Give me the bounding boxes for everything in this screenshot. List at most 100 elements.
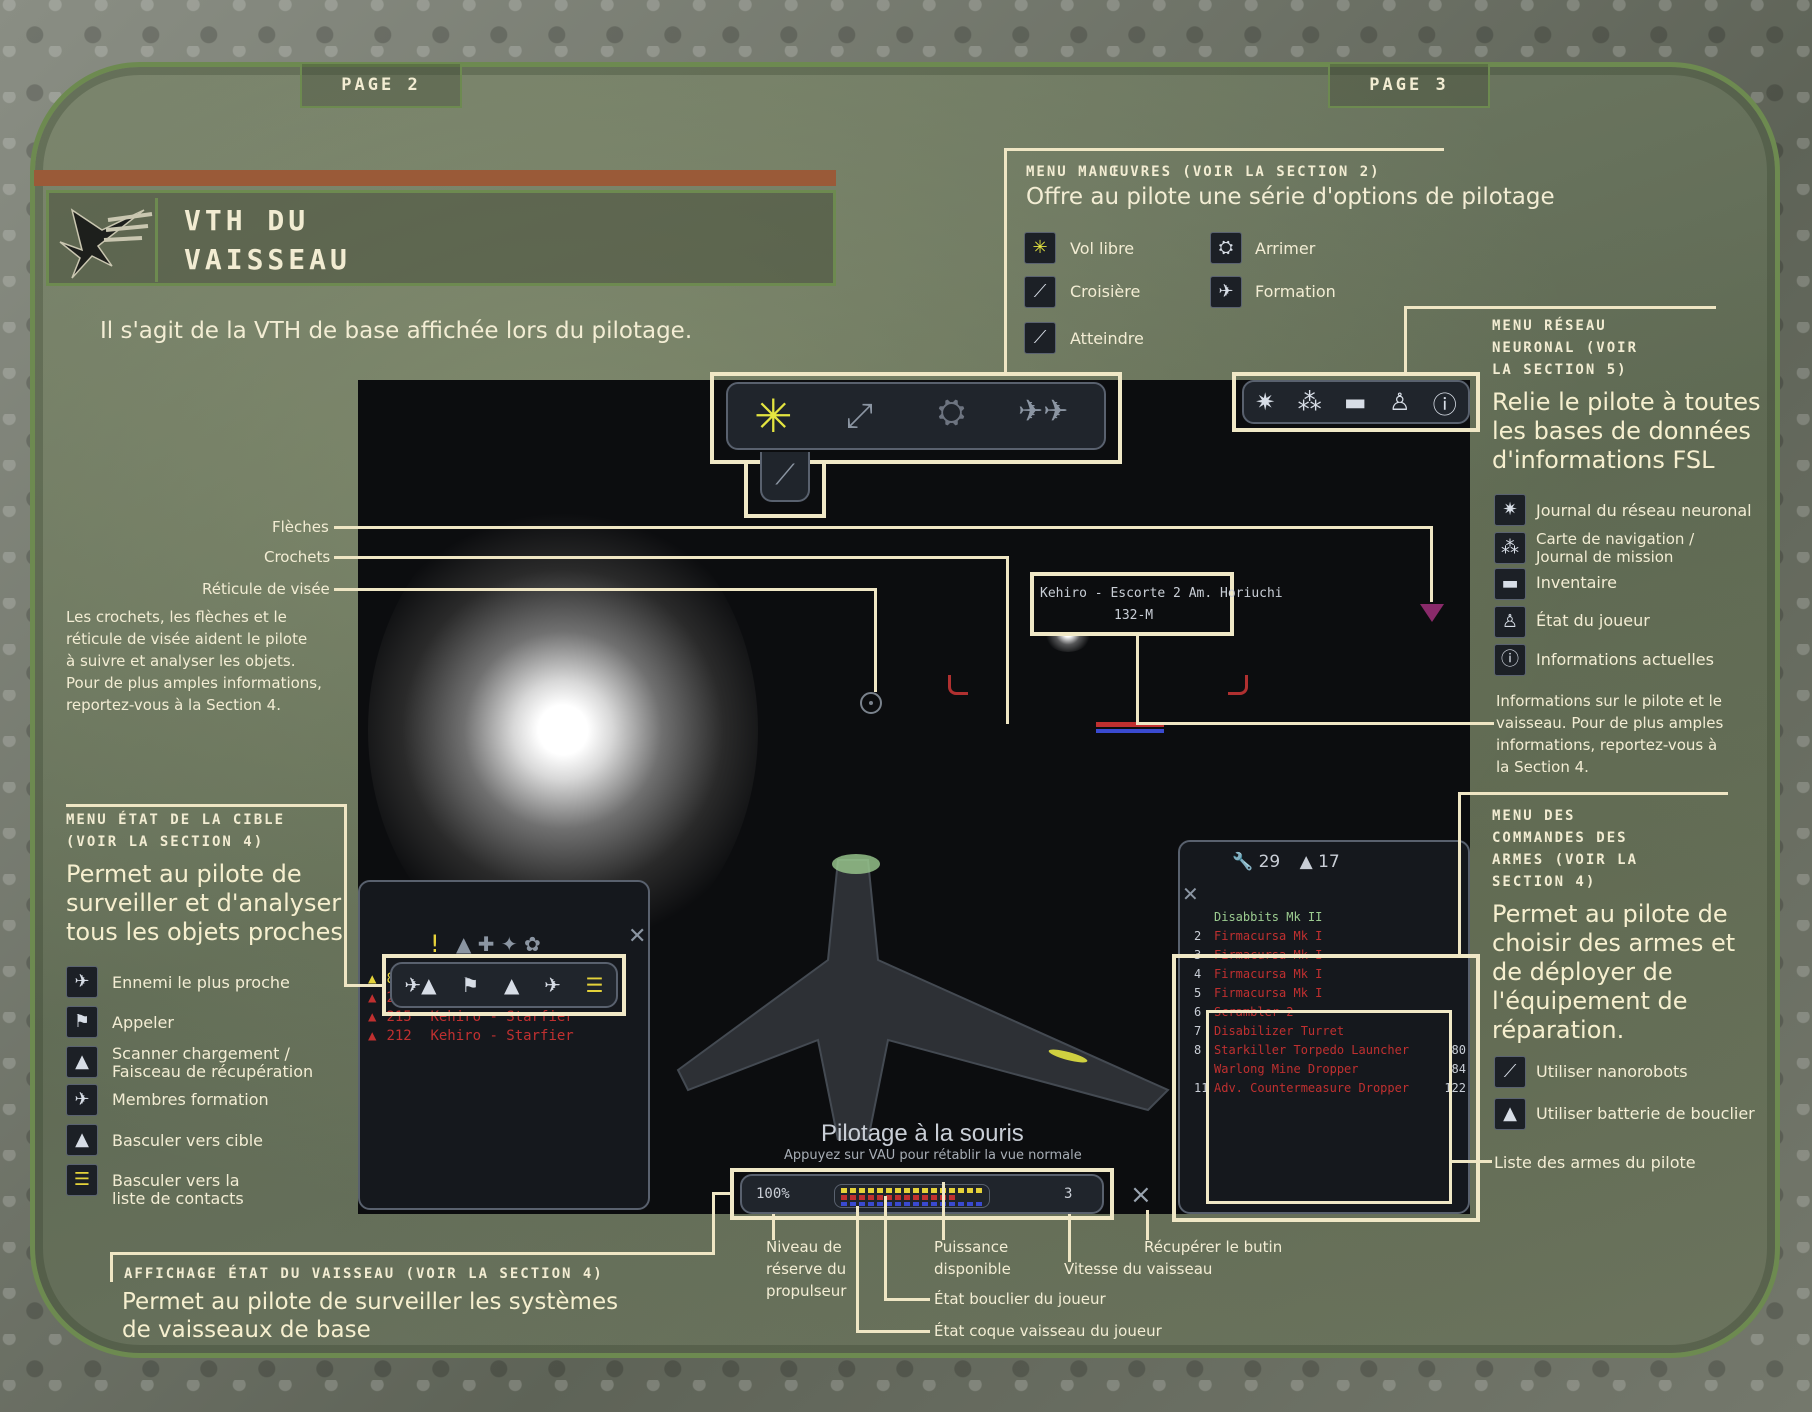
callout-line (1430, 526, 1433, 602)
manoeuvre-hud: ✳ ⤢ ⛭ ✈✈ (726, 382, 1106, 450)
formation-members-icon[interactable]: ✈ (544, 973, 561, 997)
target-hud: ✈▲ ⚑ ▲ ✈ ☰ (390, 962, 618, 1008)
target-item-call: Appeler (112, 1013, 174, 1032)
callout-line (1004, 148, 1444, 151)
neural-log-icon: ✷ (1494, 494, 1526, 526)
callout-line (942, 1182, 945, 1240)
wrench-icon: 🔧 (1232, 852, 1254, 872)
inventory-icon[interactable]: ▬ (1343, 388, 1367, 416)
label-hull: État coque vaisseau du joueur (934, 1322, 1162, 1340)
formation-icon: ✈ (1210, 276, 1242, 308)
weapons-list-label: Liste des armes du pilote (1494, 1153, 1696, 1172)
fsl-logo-icon (52, 200, 162, 280)
weapon-counts: 🔧 29 ▲ 17 (1232, 852, 1340, 872)
weapons-big-l5: réparation. (1492, 1016, 1625, 1044)
neural-big-l2: les bases de données (1492, 417, 1751, 445)
dock-icon: ⛭ (1210, 232, 1242, 264)
callout-line (772, 1214, 775, 1240)
callout-line (856, 1330, 930, 1333)
callout-line (334, 526, 1432, 529)
callout-line (334, 588, 876, 591)
callout-line (1452, 1160, 1492, 1163)
manoeuvre-formation: Formation (1255, 282, 1336, 301)
target-item-contacts-l2: liste de contacts (112, 1189, 244, 1208)
inventory-icon: ▬ (1494, 568, 1526, 600)
aim-note-l2: réticule de visée aident le pilote (66, 630, 308, 648)
target-info-line2: 132-M (1114, 608, 1154, 623)
callout-line (712, 1192, 732, 1195)
aim-note-l4: Pour de plus amples informations, (66, 674, 322, 692)
label-reticle: Réticule de visée (202, 580, 330, 598)
player-status-icon[interactable]: ♙ (1388, 388, 1411, 416)
alert-icon: ! (430, 930, 440, 958)
neural-item-map: Carte de navigation / (1536, 530, 1695, 548)
label-shield: État bouclier du joueur (934, 1290, 1106, 1308)
cruise-icon: ⟋ (1024, 276, 1056, 308)
target-item-contacts-l1: Basculer vers la (112, 1171, 240, 1190)
target-health-bar (1096, 722, 1164, 727)
weapons-heading-l1: MENU DES (1492, 808, 1576, 824)
info-icon[interactable]: ⓘ (1432, 390, 1457, 419)
contact-list-icon: ☰ (66, 1164, 98, 1196)
close-icon[interactable]: ✕ (628, 924, 647, 949)
target-info-line1: Kehiro - Escorte 2 Am. Horiuchi (1040, 586, 1283, 601)
nanobot-icon: ⟋ (1494, 1056, 1526, 1088)
weapon-name: Disabilizer Turret (1214, 1024, 1345, 1038)
manoeuvre-dock: Arrimer (1255, 239, 1316, 258)
neural-item-inventory: Inventaire (1536, 573, 1617, 592)
nanobot-count: 29 (1258, 852, 1281, 872)
label-brackets: Crochets (264, 548, 331, 566)
filter-icons: ▲ ✚ ✦ ✿ (456, 932, 541, 956)
nearest-enemy-icon[interactable]: ✈▲ (404, 973, 437, 997)
callout-line (712, 1192, 715, 1255)
neural-item-mission: Journal de mission (1536, 548, 1674, 566)
reach-icon[interactable]: ⟋ (760, 452, 810, 502)
callout-line (874, 588, 877, 692)
neural-heading-l1: MENU RÉSEAU (1492, 318, 1607, 334)
weapons-item-battery: Utiliser batterie de bouclier (1536, 1104, 1755, 1123)
target-heading-l2: (VOIR LA SECTION 4) (66, 834, 265, 850)
mouse-pilot-hint: Appuyez sur VAU pour rétablir la vue nor… (784, 1148, 1082, 1163)
formation-icon[interactable]: ✈✈ (1018, 394, 1069, 429)
manoeuvre-cruise: Croisière (1070, 282, 1141, 301)
neural-log-icon[interactable]: ✷ (1255, 388, 1276, 416)
scan-icon: ▲ (66, 1046, 98, 1078)
nav-map-icon[interactable]: ⁂ (1297, 388, 1322, 416)
loot-icon[interactable]: ⨯ (1130, 1180, 1152, 1210)
weapons-big-l4: l'équipement de (1492, 987, 1688, 1015)
weapons-big-l1: Permet au pilote de (1492, 900, 1728, 928)
weapon-name: Firmacursa Mk I (1214, 967, 1323, 981)
target-shield-bar (1096, 729, 1164, 733)
callout-line (66, 804, 346, 807)
player-ship (668, 840, 1188, 1141)
player-status-icon: ♙ (1494, 606, 1526, 638)
callout-line (1458, 792, 1728, 795)
contact-list-icon[interactable]: ☰ (585, 973, 604, 997)
manoeuvre-free-flight: Vol libre (1070, 239, 1135, 258)
bracket-right (1228, 675, 1248, 695)
target-item-switch: Basculer vers cible (112, 1131, 264, 1150)
nearest-enemy-icon: ✈ (66, 966, 98, 998)
neural-note-l3: informations, reportez-vous à (1496, 736, 1718, 754)
list-item[interactable]: Disabbits Mk II (1194, 908, 1466, 927)
neural-hud: ✷ ⁂ ▬ ♙ ⓘ (1242, 380, 1470, 424)
weapon-name: Warlong Mine Dropper (1214, 1062, 1359, 1076)
free-flight-icon[interactable]: ✳ (754, 389, 793, 443)
weapon-ammo: 80 (1451, 1043, 1466, 1057)
weapons-close-icon[interactable]: ✕ (1182, 882, 1199, 906)
reach-icon: ⟋ (1024, 322, 1056, 354)
scan-icon[interactable]: ▲ (503, 973, 520, 997)
cruise-icon[interactable]: ⤢ (846, 396, 874, 436)
dock-icon[interactable]: ⛭ (938, 392, 966, 432)
call-icon[interactable]: ⚑ (461, 973, 480, 997)
weapon-name: Adv. Countermeasure Dropper (1214, 1081, 1410, 1095)
